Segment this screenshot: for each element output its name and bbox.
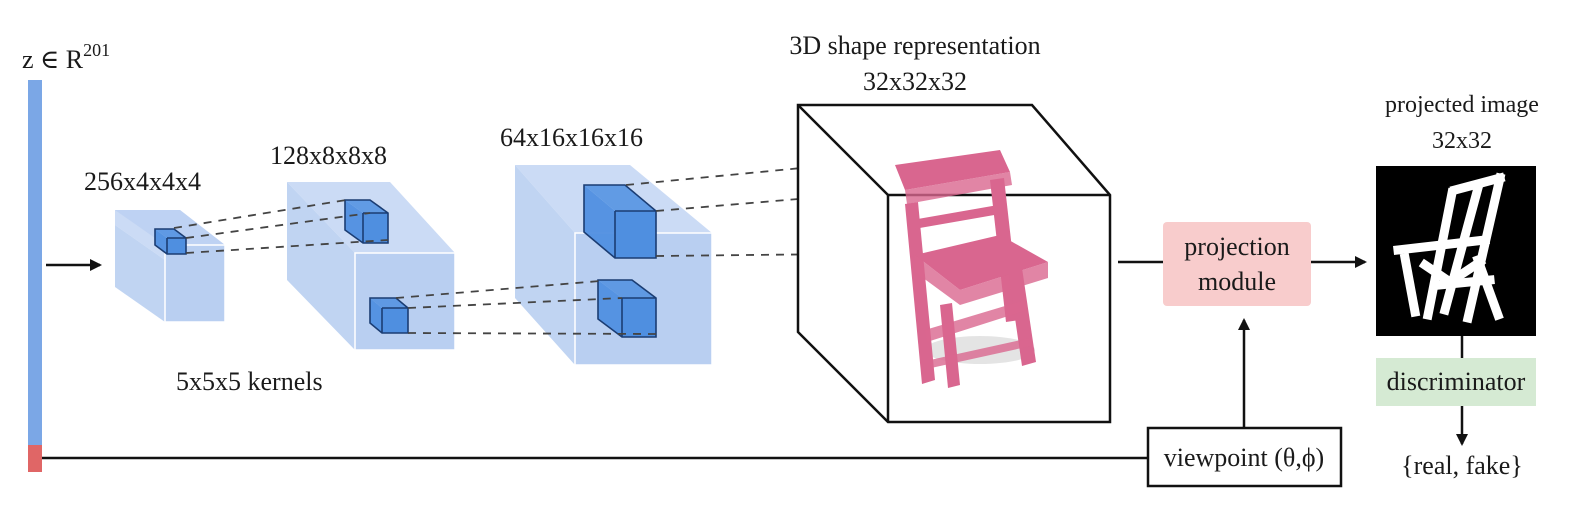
- latent-label: z ∈ R201: [22, 40, 110, 74]
- block3-label: 64x16x16x16: [500, 123, 643, 152]
- projection-label-line1: projection: [1184, 232, 1289, 261]
- projection-label-line2: module: [1198, 267, 1276, 296]
- feature-block-1: [115, 210, 226, 323]
- shape-title: 3D shape representation: [789, 31, 1040, 60]
- viewpoint-label: viewpoint (θ,ϕ): [1164, 443, 1324, 472]
- projected-title: projected image: [1385, 92, 1539, 118]
- kernel-cube-2b: [369, 297, 409, 334]
- kernel-cube-3a: [583, 184, 657, 259]
- latent-vector-bar: [28, 80, 42, 445]
- discriminator-box: [1376, 358, 1536, 406]
- block2-label: 128x8x8x8: [270, 141, 387, 170]
- shape-size: 32x32x32: [863, 67, 967, 96]
- kernel-cube-1: [154, 228, 187, 255]
- projected-chair-silhouette: [1393, 172, 1506, 324]
- voxel-chair: [895, 150, 1048, 388]
- discriminator-output: {real, fake}: [1401, 451, 1523, 480]
- projected-size: 32x32: [1432, 128, 1492, 154]
- latent-viewpoint-segment: [28, 445, 42, 472]
- kernel-cube-3b: [597, 279, 657, 338]
- kernels-label: 5x5x5 kernels: [176, 367, 323, 396]
- kernel-cube-2a: [344, 199, 389, 244]
- block1-label: 256x4x4x4: [84, 167, 201, 196]
- projection-module-box: [1163, 222, 1311, 306]
- discriminator-label: discriminator: [1387, 367, 1526, 396]
